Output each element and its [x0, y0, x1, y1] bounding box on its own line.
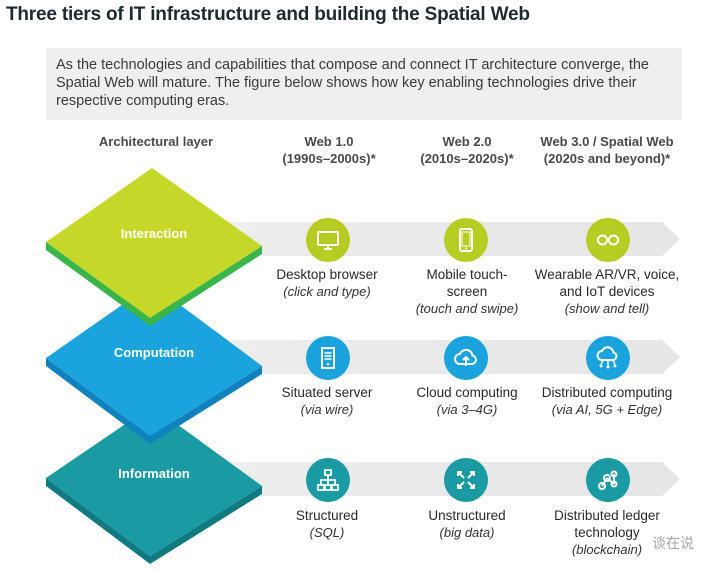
header-web1: Web 1.0 (1990s–2000s)*: [264, 133, 394, 167]
cell-sub: (touch and swipe): [415, 301, 519, 316]
cell-mobile-touchscreen: Mobile touch- screen (touch and swipe): [392, 266, 542, 317]
band-interaction: [150, 222, 680, 256]
network-nodes-icon: [586, 458, 630, 502]
distributed-cloud-icon: [586, 336, 630, 380]
header-web3-line1: Web 3.0 / Spatial Web: [540, 134, 674, 149]
figure-title: Three tiers of IT infrastructure and bui…: [6, 4, 530, 25]
cell-line1: Desktop browser: [276, 267, 378, 282]
ar-glasses-icon: [586, 218, 630, 262]
cell-structured: Structured (SQL): [252, 507, 402, 541]
header-web2: Web 2.0 (2010s–2020s)*: [402, 133, 532, 167]
cell-line2: technology: [574, 525, 640, 540]
header-web2-line1: Web 2.0: [442, 134, 492, 149]
cell-cloud-computing: Cloud computing (via 3–4G): [392, 384, 542, 418]
cell-sub: (via 3–4G): [436, 402, 498, 417]
cell-line1: Wearable AR/VR, voice,: [534, 267, 680, 282]
cell-sub: (blockchain): [571, 542, 643, 557]
band-computation: [150, 340, 680, 374]
cell-line1: Cloud computing: [416, 385, 518, 400]
server-icon: [306, 336, 350, 380]
cell-sub: (show and tell): [564, 301, 650, 316]
layer-label-interaction: Interaction: [120, 226, 188, 241]
cell-sub: (click and type): [283, 284, 371, 299]
smartphone-icon: [444, 218, 488, 262]
cell-distributed-ledger: Distributed ledger technology (blockchai…: [532, 507, 682, 558]
intro-text: As the technologies and capabilities tha…: [46, 48, 682, 120]
header-web3-line2: (2020s and beyond)*: [543, 151, 671, 166]
watermark: 谈在说: [652, 535, 694, 551]
cell-sub: (via AI, 5G + Edge): [551, 402, 663, 417]
cell-line1: Mobile touch-: [426, 267, 508, 282]
cell-situated-server: Situated server (via wire): [252, 384, 402, 418]
cell-line1: Structured: [295, 508, 359, 523]
cell-line1: Situated server: [281, 385, 373, 400]
cell-line1: Unstructured: [428, 508, 506, 523]
scatter-arrows-icon: [444, 458, 488, 502]
cell-unstructured: Unstructured (big data): [392, 507, 542, 541]
header-web3: Web 3.0 / Spatial Web (2020s and beyond)…: [532, 133, 682, 167]
header-layer-text: Architectural layer: [98, 134, 214, 149]
header-architectural-layer: Architectural layer: [96, 133, 216, 150]
header-web2-line2: (2010s–2020s)*: [420, 151, 514, 166]
cell-wearable-devices: Wearable AR/VR, voice, and IoT devices (…: [532, 266, 682, 317]
header-web1-line1: Web 1.0: [304, 134, 354, 149]
band-information: [150, 462, 680, 496]
layer-label-information: Information: [118, 466, 190, 481]
cell-desktop-browser: Desktop browser (click and type): [252, 266, 402, 300]
layer-label-computation: Computation: [113, 345, 195, 360]
cell-distributed-computing: Distributed computing (via AI, 5G + Edge…: [532, 384, 682, 418]
cell-sub: (via wire): [300, 402, 354, 417]
cloud-upload-icon: [444, 336, 488, 380]
cell-sub: (big data): [439, 525, 495, 540]
cell-line2: and IoT devices: [559, 284, 655, 299]
monitor-icon: [306, 218, 350, 262]
hierarchy-icon: [306, 458, 350, 502]
cell-line2: screen: [446, 284, 488, 299]
cell-line1: Distributed computing: [541, 385, 673, 400]
cell-line1: Distributed ledger: [554, 508, 660, 523]
header-web1-line2: (1990s–2000s)*: [282, 151, 376, 166]
cell-sub: (SQL): [309, 525, 345, 540]
